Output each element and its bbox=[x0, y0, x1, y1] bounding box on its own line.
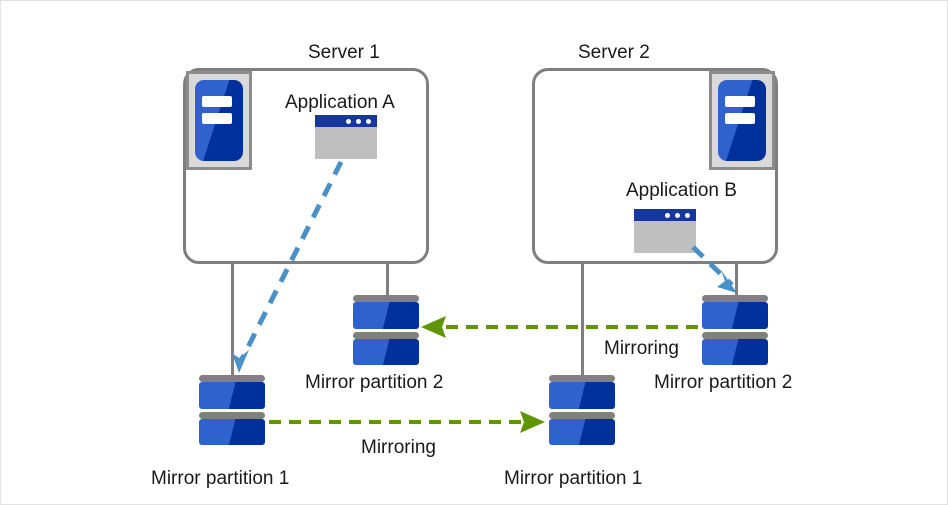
disk-body bbox=[353, 302, 419, 329]
application-b-label: Application B bbox=[626, 180, 737, 201]
disk-icon bbox=[549, 375, 615, 445]
disk-icon bbox=[702, 295, 768, 365]
disk-icon bbox=[353, 295, 419, 365]
server-2-connector-left bbox=[581, 264, 584, 376]
window-dot-icon bbox=[665, 212, 670, 218]
window-dot-icon bbox=[675, 212, 680, 218]
server-tower-bar-1 bbox=[202, 96, 232, 107]
server-tower-bar-1 bbox=[725, 96, 755, 107]
disk-plate bbox=[702, 331, 768, 339]
mirroring-lower-label: Mirroring bbox=[361, 437, 436, 458]
window-dot-icon bbox=[346, 118, 351, 124]
disk-plate bbox=[199, 375, 265, 382]
server-2-mirror-partition-1-label: Mirror partition 1 bbox=[504, 468, 643, 489]
disk-body bbox=[199, 382, 265, 409]
disk-plate bbox=[549, 375, 615, 382]
window-dot-icon bbox=[685, 212, 690, 218]
application-window-icon bbox=[634, 209, 696, 253]
disk-body bbox=[199, 418, 265, 445]
mirroring-upper-label: Mirroring bbox=[604, 338, 679, 359]
server-1-mirror-partition-2-label: Mirror partition 2 bbox=[305, 372, 444, 393]
server-1-connector-left bbox=[231, 264, 234, 376]
server-1-title: Server 1 bbox=[308, 42, 380, 63]
server-1-mirror-partition-1-label: Mirror partition 1 bbox=[151, 468, 290, 489]
server-tower-bar-2 bbox=[725, 113, 755, 124]
disk-body bbox=[702, 338, 768, 365]
application-window-title-bar bbox=[634, 209, 696, 222]
server-tower-icon bbox=[186, 71, 252, 170]
window-dot-icon bbox=[356, 118, 361, 124]
window-dot-icon bbox=[366, 118, 371, 124]
disk-plate bbox=[702, 295, 768, 302]
server-tower-body bbox=[718, 80, 766, 161]
disk-icon bbox=[199, 375, 265, 445]
application-a-label: Application A bbox=[285, 92, 395, 113]
disk-body bbox=[702, 302, 768, 329]
mirroring-lower-arrow-icon bbox=[269, 411, 545, 433]
disk-body bbox=[549, 382, 615, 409]
disk-plate bbox=[353, 331, 419, 339]
disk-plate bbox=[353, 295, 419, 302]
server-1-connector-right bbox=[386, 264, 389, 296]
application-window-title-bar bbox=[315, 115, 377, 128]
server-tower-icon bbox=[709, 71, 775, 170]
server-tower-body bbox=[195, 80, 243, 161]
mirroring-upper-arrow-icon bbox=[421, 316, 698, 338]
disk-body bbox=[353, 338, 419, 365]
disk-plate bbox=[549, 411, 615, 419]
server-tower-bar-2 bbox=[202, 113, 232, 124]
application-window-icon bbox=[315, 115, 377, 159]
disk-body bbox=[549, 418, 615, 445]
disk-plate bbox=[199, 411, 265, 419]
server-2-title: Server 2 bbox=[578, 42, 650, 63]
server-2-connector-right bbox=[735, 264, 738, 296]
server-2-mirror-partition-2-label: Mirror partition 2 bbox=[654, 372, 793, 393]
